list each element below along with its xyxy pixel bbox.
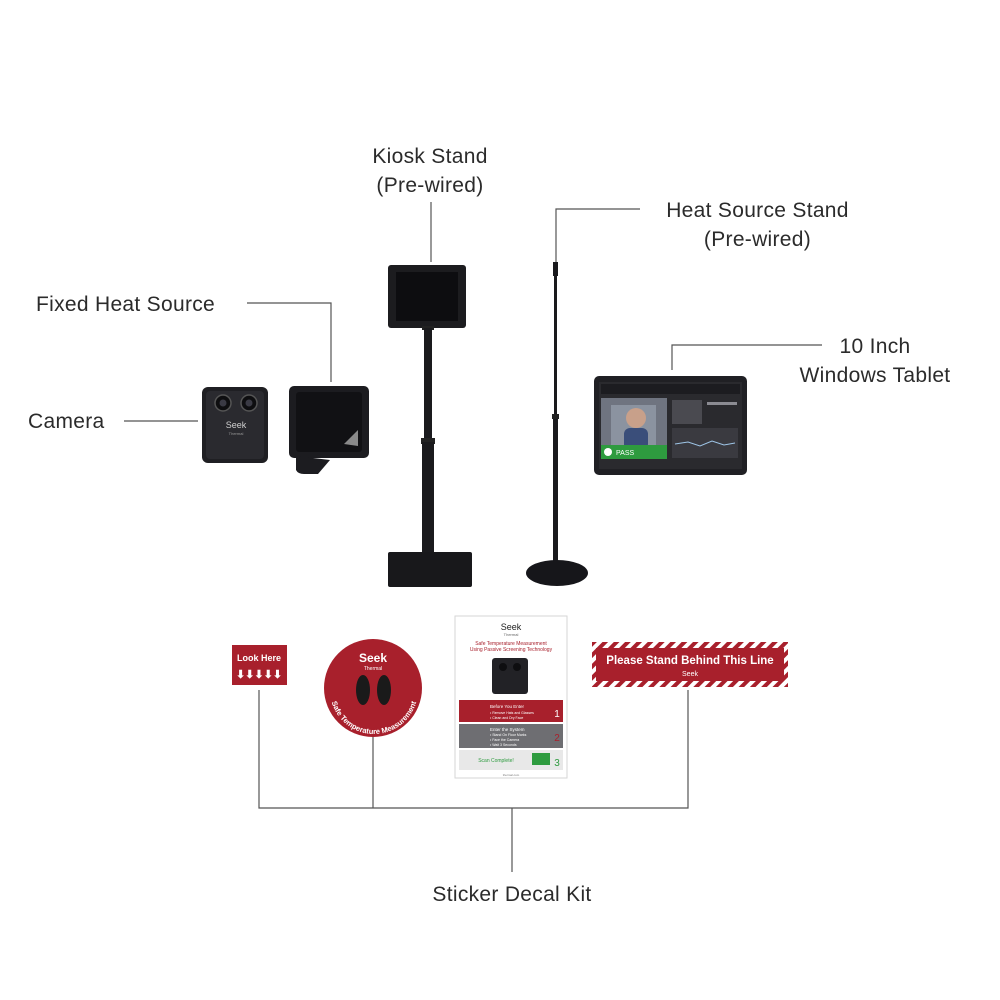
poster-step2-title: Enter the System — [490, 727, 525, 732]
poster-step1-line1: • Remove Hats and Glasses — [490, 711, 534, 715]
kiosk-stand-label-line1: Kiosk Stand — [372, 145, 488, 168]
kiosk-stand-device — [388, 265, 472, 587]
line-sticker-brand: Seek — [682, 671, 698, 678]
leader-lines — [124, 202, 822, 872]
heat-source-stand-device — [526, 262, 588, 586]
floor-brand-text: Seek — [359, 651, 387, 665]
heat-source-stand-label: Heat Source Stand (Pre-wired) — [645, 196, 870, 254]
poster-brand-text: Seek — [501, 622, 522, 632]
poster-num-1: 1 — [554, 709, 560, 720]
stand-behind-line-sticker: Please Stand Behind This Line Seek — [592, 642, 788, 687]
fixed-heat-source-device — [289, 386, 369, 474]
poster-num-2: 2 — [554, 733, 560, 744]
kiosk-stand-label: Kiosk Stand (Pre-wired) — [352, 142, 508, 200]
heat-stand-leader-line — [555, 208, 640, 262]
instruction-poster: Seek Thermal Safe Temperature Measuremen… — [454, 615, 568, 779]
tablet-device: PASS — [594, 376, 747, 475]
tablet-label-line2: Windows Tablet — [799, 364, 951, 387]
camera-sub-text: Thermal — [229, 431, 244, 436]
poster-step3-title: Scan Complete! — [478, 758, 514, 764]
heat-source-leader-line — [247, 302, 332, 382]
camera-brand-text: Seek — [226, 420, 247, 430]
tablet-label-line1: 10 Inch — [839, 335, 911, 358]
sticker-bracket-line — [258, 690, 689, 809]
floor-sub-text: Thermal — [364, 666, 382, 672]
look-here-text: Look Here — [237, 653, 281, 663]
floor-circle-sticker: Seek Thermal Safe Temperature Measuremen… — [324, 639, 422, 737]
tablet-leader-line — [671, 344, 822, 370]
tablet-pass-text: PASS — [616, 450, 634, 457]
tablet-label: 10 Inch Windows Tablet — [782, 332, 968, 390]
fixed-heat-source-label: Fixed Heat Source — [36, 293, 216, 316]
sticker-kit-label: Sticker Decal Kit — [432, 883, 592, 906]
camera-device: Seek Thermal — [202, 387, 268, 463]
kiosk-stand-label-line2: (Pre-wired) — [376, 174, 484, 197]
poster-footer: thermal.com — [503, 773, 520, 777]
poster-step2-line3: • Wait 3 Seconds — [490, 743, 517, 747]
poster-step2-line2: • Face the Camera — [490, 738, 519, 742]
camera-label: Camera — [28, 410, 105, 433]
poster-num-3: 3 — [554, 758, 560, 769]
heat-source-stand-label-line1: Heat Source Stand — [666, 199, 849, 222]
line-sticker-text: Please Stand Behind This Line — [606, 655, 773, 667]
poster-title-line-1: Safe Temperature Measurement — [475, 641, 547, 647]
poster-title-line-2: Using Passive Screening Technology — [470, 647, 553, 653]
look-here-arrows: ⬇⬇⬇⬇⬇ — [236, 669, 282, 681]
poster-step2-line1: • Stand On Floor Marks — [490, 733, 527, 737]
poster-sub-text: Thermal — [504, 632, 519, 637]
heat-source-stand-label-line2: (Pre-wired) — [703, 228, 812, 251]
poster-step1-title: Before You Enter — [490, 704, 525, 709]
poster-step1-line2: • Clean and Dry Face — [490, 716, 523, 720]
look-here-sticker: Look Here ⬇⬇⬇⬇⬇ — [232, 645, 287, 685]
